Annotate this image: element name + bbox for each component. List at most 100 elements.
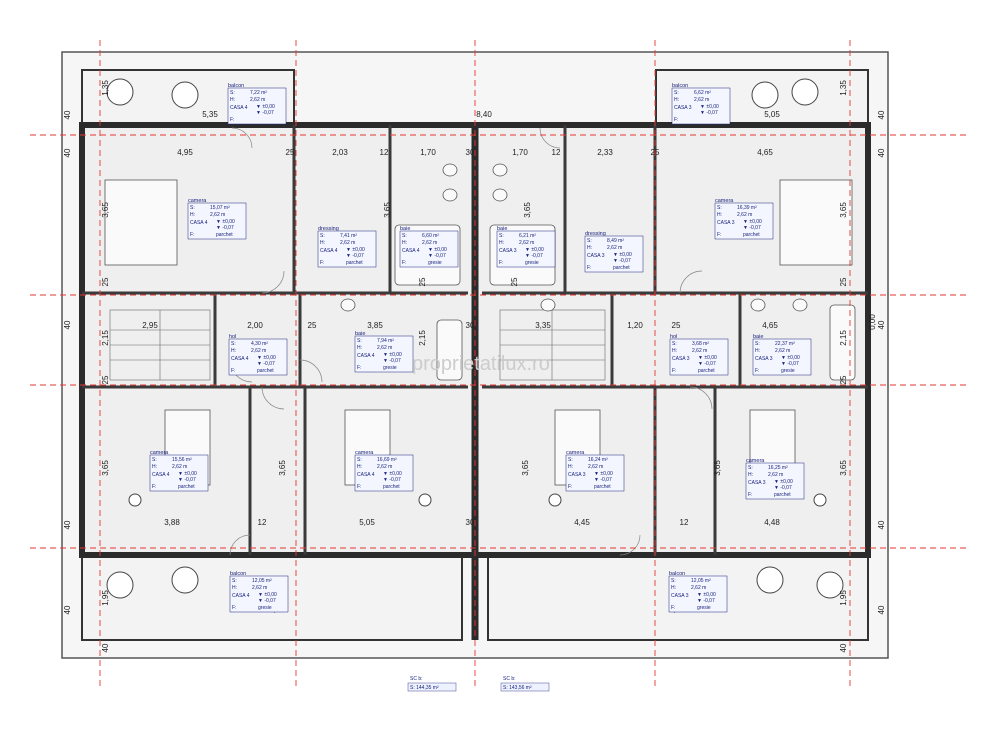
dim-row4-6: 4,48 bbox=[764, 518, 780, 527]
level-plus: ▼ ±0,00 bbox=[525, 247, 544, 253]
total-right-box bbox=[500, 682, 550, 692]
door-swings bbox=[229, 127, 713, 556]
area-key: S: bbox=[402, 233, 407, 239]
room-finish: gresie bbox=[383, 365, 397, 371]
finish-key: F: bbox=[674, 117, 678, 123]
level-minus: ▼ -0,07 bbox=[383, 477, 401, 483]
level-minus: ▼ -0,07 bbox=[256, 110, 274, 116]
room-height: 2,62 m bbox=[775, 348, 790, 354]
total-right-value: S: 143,56 m² bbox=[503, 685, 532, 691]
level-plus: ▼ ±0,00 bbox=[594, 471, 613, 477]
room-name: balcon bbox=[672, 83, 688, 89]
height-key: H: bbox=[755, 348, 760, 354]
level-plus: ▼ ±0,00 bbox=[774, 479, 793, 485]
dim-row2-4: 1,70 bbox=[420, 148, 436, 157]
room-name: hol bbox=[670, 334, 677, 340]
area-key: S: bbox=[320, 233, 325, 239]
total-right-label: SC b: bbox=[503, 676, 516, 682]
level-minus: ▼ -0,07 bbox=[700, 110, 718, 116]
finish-key: F: bbox=[320, 260, 324, 266]
watermark: proprietatilux.ro bbox=[412, 353, 550, 375]
finish-key: F: bbox=[587, 265, 591, 271]
height-key: H: bbox=[230, 97, 235, 103]
dim-right-5: 40 bbox=[877, 320, 886, 329]
dim-left-1: 1,35 bbox=[101, 80, 110, 96]
dim-row2-7: 12 bbox=[552, 148, 561, 157]
dim-row2-3: 12 bbox=[380, 148, 389, 157]
height-key: H: bbox=[357, 464, 362, 470]
room-casa: CASA 4 bbox=[232, 593, 250, 599]
dim-row2-1: 25 bbox=[286, 148, 295, 157]
level-minus: ▼ -0,07 bbox=[613, 258, 631, 264]
dim-inner-4: 3,65 bbox=[521, 460, 530, 476]
height-key: H: bbox=[402, 240, 407, 246]
height-key: H: bbox=[499, 240, 504, 246]
room-name: dressing bbox=[585, 231, 606, 237]
dim-row3-6: 1,20 bbox=[627, 321, 643, 330]
room-casa: CASA 3 bbox=[587, 253, 605, 259]
dim-row4-5: 12 bbox=[680, 518, 689, 527]
height-key: H: bbox=[672, 348, 677, 354]
room-casa: CASA 3 bbox=[671, 593, 689, 599]
area-key: S: bbox=[717, 205, 722, 211]
room-height: 2,62 m bbox=[252, 585, 267, 591]
room-height: 2,62 m bbox=[519, 240, 534, 246]
room-area: 6,60 m² bbox=[422, 233, 439, 239]
level-plus: ▼ ±0,00 bbox=[700, 104, 719, 110]
dim-left-9: 40 bbox=[63, 520, 72, 529]
room-finish: parchet bbox=[178, 484, 195, 490]
dim-row4-2: 5,05 bbox=[359, 518, 375, 527]
dim-top-2: 5,05 bbox=[764, 110, 780, 119]
finish-key: F: bbox=[357, 484, 361, 490]
dim-right-7: 25 bbox=[839, 375, 848, 384]
dim-right-10: 1,95 bbox=[839, 590, 848, 606]
room-label-box bbox=[229, 575, 289, 613]
room-name: camera bbox=[150, 450, 169, 456]
room-name: baie bbox=[497, 226, 507, 232]
level-minus: ▼ -0,07 bbox=[697, 598, 715, 604]
room-label-box bbox=[584, 235, 644, 273]
level-minus: ▼ -0,07 bbox=[743, 225, 761, 231]
level-plus: ▼ ±0,00 bbox=[257, 355, 276, 361]
room-height: 2,62 m bbox=[692, 348, 707, 354]
level-plus: ▼ ±0,00 bbox=[428, 247, 447, 253]
dim-row2-5: 30 bbox=[466, 148, 475, 157]
room-height: 2,62 m bbox=[737, 212, 752, 218]
dim-right-12: 40 bbox=[839, 643, 848, 652]
room-finish: parchet bbox=[613, 265, 630, 271]
room-area: 22,37 m² bbox=[775, 341, 795, 347]
level-plus: ▼ ±0,00 bbox=[698, 355, 717, 361]
finish-key: F: bbox=[402, 260, 406, 266]
room-name: dressing bbox=[318, 226, 339, 232]
dim-left-8: 3,65 bbox=[101, 460, 110, 476]
dim-left-0: 40 bbox=[63, 110, 72, 119]
level-minus: ▼ -0,07 bbox=[383, 358, 401, 364]
height-key: H: bbox=[232, 585, 237, 591]
dim-row4-3: 30 bbox=[466, 518, 475, 527]
dim-row2-8: 2,33 bbox=[597, 148, 613, 157]
dim-right-4: 25 bbox=[839, 277, 848, 286]
height-key: H: bbox=[717, 212, 722, 218]
room-label-box bbox=[227, 87, 287, 125]
area-key: S: bbox=[190, 205, 195, 211]
room-height: 2,62 m bbox=[768, 472, 783, 478]
height-key: H: bbox=[748, 472, 753, 478]
room-name: camera bbox=[715, 198, 734, 204]
height-key: H: bbox=[231, 348, 236, 354]
room-area: 6,21 m² bbox=[519, 233, 536, 239]
dim-row2-10: 4,65 bbox=[757, 148, 773, 157]
room-casa: CASA 3 bbox=[674, 105, 692, 111]
level-plus: ▼ ±0,00 bbox=[258, 592, 277, 598]
dim-left-6: 2,15 bbox=[101, 330, 110, 346]
room-label-box bbox=[671, 87, 731, 125]
finish-key: F: bbox=[231, 368, 235, 374]
room-name: hol bbox=[229, 334, 236, 340]
dim-row2-9: 25 bbox=[651, 148, 660, 157]
finish-key: F: bbox=[755, 368, 759, 374]
room-label-box bbox=[317, 230, 377, 268]
